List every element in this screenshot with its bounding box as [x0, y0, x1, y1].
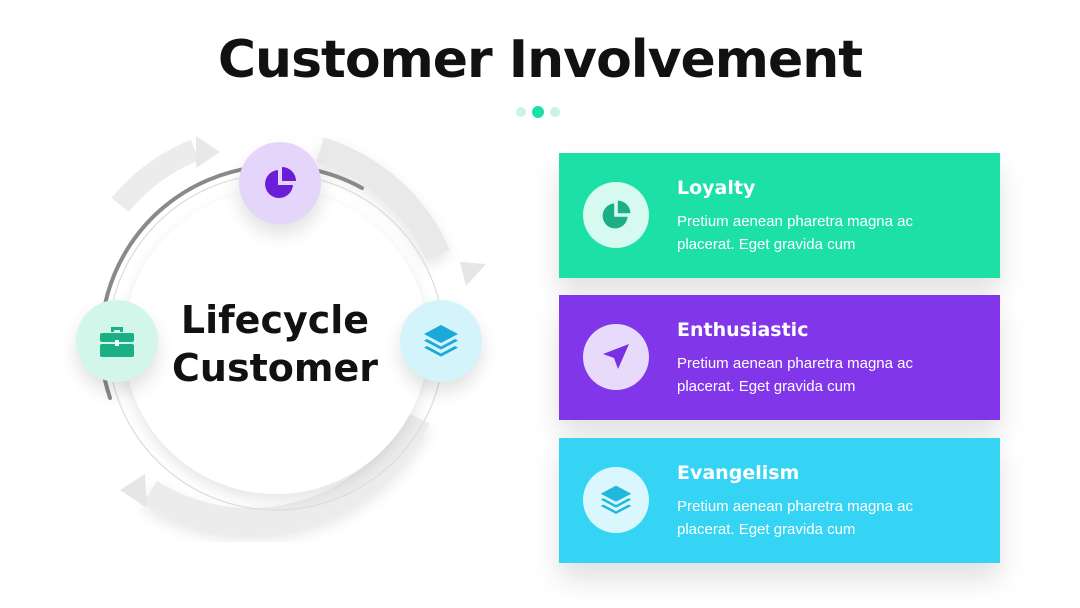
pagination-dot — [516, 107, 526, 117]
pagination-dot-active — [532, 106, 544, 118]
lifecycle-diagram — [98, 136, 486, 534]
card-enthusiastic: Enthusiastic Pretium aenean pharetra mag… — [559, 295, 1000, 420]
card-title: Evangelism — [677, 462, 800, 484]
card-description: Pretium aenean pharetra magna ac placera… — [677, 352, 977, 398]
card-loyalty: Loyalty Pretium aenean pharetra magna ac… — [559, 153, 1000, 278]
card-description-line1: Pretium aenean pharetra magna ac — [677, 213, 913, 230]
center-label-line2: Customer — [172, 346, 378, 390]
card-description-line2: placerat. Eget gravida cum — [677, 521, 856, 538]
card-description-line2: placerat. Eget gravida cum — [677, 236, 856, 253]
card-icon-badge — [583, 467, 649, 533]
pagination-dots — [516, 106, 560, 118]
card-description-line1: Pretium aenean pharetra magna ac — [677, 355, 913, 372]
node-briefcase — [76, 300, 158, 382]
card-title: Loyalty — [677, 177, 756, 199]
card-description-line1: Pretium aenean pharetra magna ac — [677, 498, 913, 515]
paper-plane-icon — [603, 344, 629, 369]
card-icon-badge — [583, 182, 649, 248]
card-icon-badge — [583, 324, 649, 390]
pie-chart-icon — [265, 167, 296, 198]
pagination-dot — [550, 107, 560, 117]
layers-icon — [424, 325, 458, 357]
card-title: Enthusiastic — [677, 319, 809, 341]
card-evangelism: Evangelism Pretium aenean pharetra magna… — [559, 438, 1000, 563]
layers-icon — [600, 485, 632, 515]
pie-chart-icon — [602, 200, 631, 229]
page-title: Customer Involvement — [217, 30, 863, 90]
card-description: Pretium aenean pharetra magna ac placera… — [677, 495, 977, 541]
briefcase-icon — [100, 327, 134, 357]
card-description: Pretium aenean pharetra magna ac placera… — [677, 210, 977, 256]
node-layers — [400, 300, 482, 382]
center-label: Lifecycle Customer — [150, 296, 400, 392]
card-description-line2: placerat. Eget gravida cum — [677, 378, 856, 395]
node-pie-chart — [239, 142, 321, 224]
cycle-arrow-ring — [111, 136, 486, 534]
center-label-line1: Lifecycle — [180, 298, 370, 342]
center-disc — [124, 190, 428, 494]
